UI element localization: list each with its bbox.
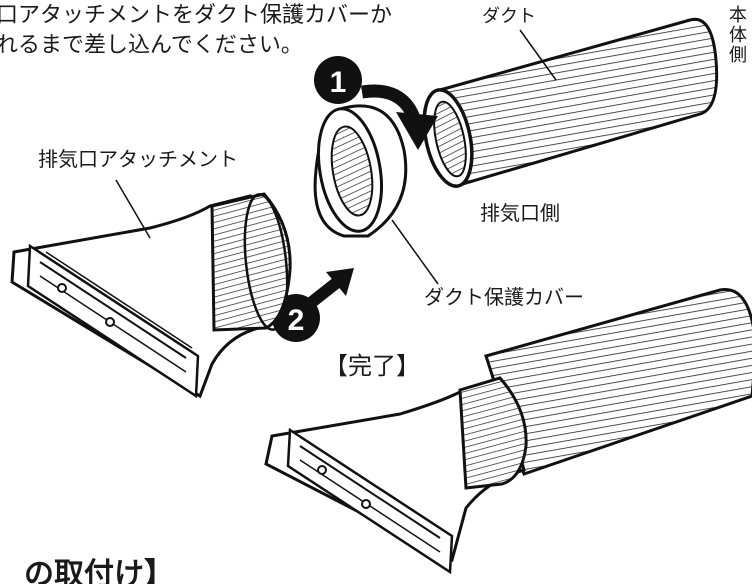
bottom-heading: の取付け】: [24, 557, 174, 584]
cover-leader-line: [391, 219, 439, 285]
instruction-line-1: 口アタッチメントをダクト保護カバーか: [0, 3, 392, 28]
exhaust-attachment: [10, 192, 292, 399]
exhaust-attachment-label: 排気口アタッチメント: [38, 147, 238, 171]
body-side-label: 本体側: [728, 6, 748, 66]
attachment-leader-line: [115, 179, 151, 239]
duct-cover-label: ダクト保護カバー: [424, 285, 584, 309]
step-1-number: 1: [330, 66, 347, 99]
exhaust-side-label: 排気口側: [480, 201, 560, 225]
complete-label: 【完了】: [324, 352, 420, 380]
duct-label: ダクト: [482, 6, 536, 27]
body-side-text: 本体側: [729, 5, 747, 66]
completed-attachment: [264, 376, 528, 575]
duct-leader-line: [519, 29, 557, 81]
instruction-line-2: れるまで差し込んでください。: [0, 33, 303, 58]
step-1-arrow: [361, 84, 438, 150]
completed-duct: [484, 288, 752, 476]
step-2-arrow: [308, 268, 354, 307]
duct-cover-ring: [313, 104, 408, 238]
step-2-number: 2: [288, 304, 305, 337]
duct-top: [422, 17, 719, 188]
step-1-marker: 1: [314, 56, 362, 104]
